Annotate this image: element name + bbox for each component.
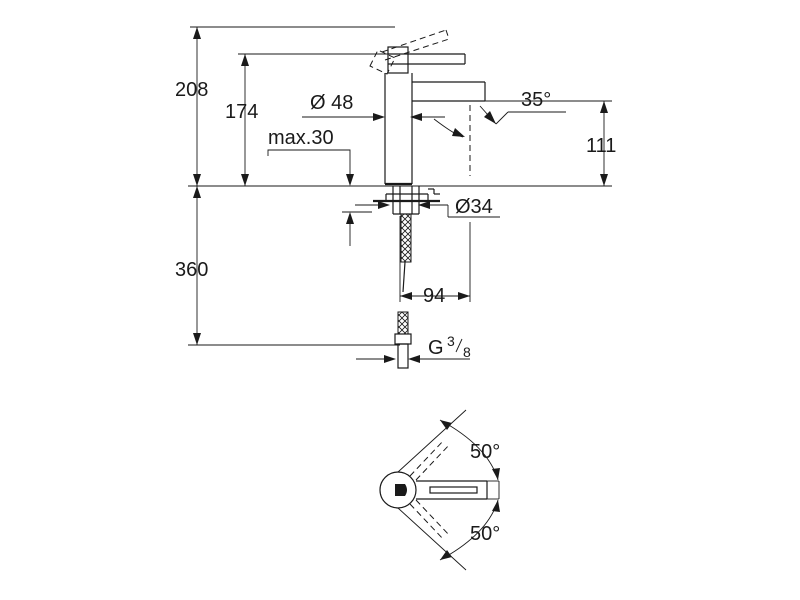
label-spout-angle: 35° (521, 89, 551, 111)
lever-handle (387, 46, 466, 74)
faucet-body (384, 73, 413, 186)
label-thread-numerator: 3 (447, 333, 455, 349)
dimension-lever-angle-bottom (397, 499, 500, 571)
thread-fraction-slash (455, 338, 463, 353)
dimension-body-diameter (302, 113, 445, 121)
lever-rotation-positions (409, 439, 451, 541)
spout (412, 81, 486, 102)
label-shank-diameter: Ø34 (455, 196, 493, 218)
dimension-lever-angle-top (397, 409, 500, 481)
dimension-spout-angle (433, 105, 566, 138)
label-spout-height: 111 (586, 135, 616, 157)
mounting-plate (373, 188, 440, 203)
label-thread-denominator: 8 (463, 344, 471, 360)
spout-plan (416, 480, 500, 500)
label-lever-angle-bottom: 50° (470, 523, 500, 545)
dimension-thread (356, 355, 470, 363)
dimension-body-height (241, 54, 249, 186)
dimension-reach (399, 216, 471, 302)
dimension-spout-height (600, 101, 608, 186)
hose-break-line (402, 261, 406, 293)
hose-connector (394, 333, 412, 369)
label-body-height: 174 (225, 101, 258, 123)
top-plan-view: 50° 50° (379, 409, 500, 571)
label-reach: 94 (423, 285, 445, 307)
handle-grip-mark (395, 484, 407, 496)
flex-hose-lower (397, 311, 409, 335)
flex-hose-upper (400, 213, 412, 263)
label-hose-length: 360 (175, 259, 208, 281)
label-lever-angle-top: 50° (470, 441, 500, 463)
dimension-shank-diameter (355, 201, 500, 218)
dimension-total-height (193, 27, 201, 345)
dimension-max-thickness (267, 149, 372, 246)
label-max-thickness: max.30 (268, 127, 334, 149)
label-total-height: 208 (175, 79, 208, 101)
side-elevation-view: 208 360 174 Ø 48 max.30 (175, 26, 616, 369)
label-thread-letter: G (428, 337, 444, 359)
lever-alt-position (369, 29, 450, 75)
label-body-diameter: Ø 48 (310, 92, 353, 114)
